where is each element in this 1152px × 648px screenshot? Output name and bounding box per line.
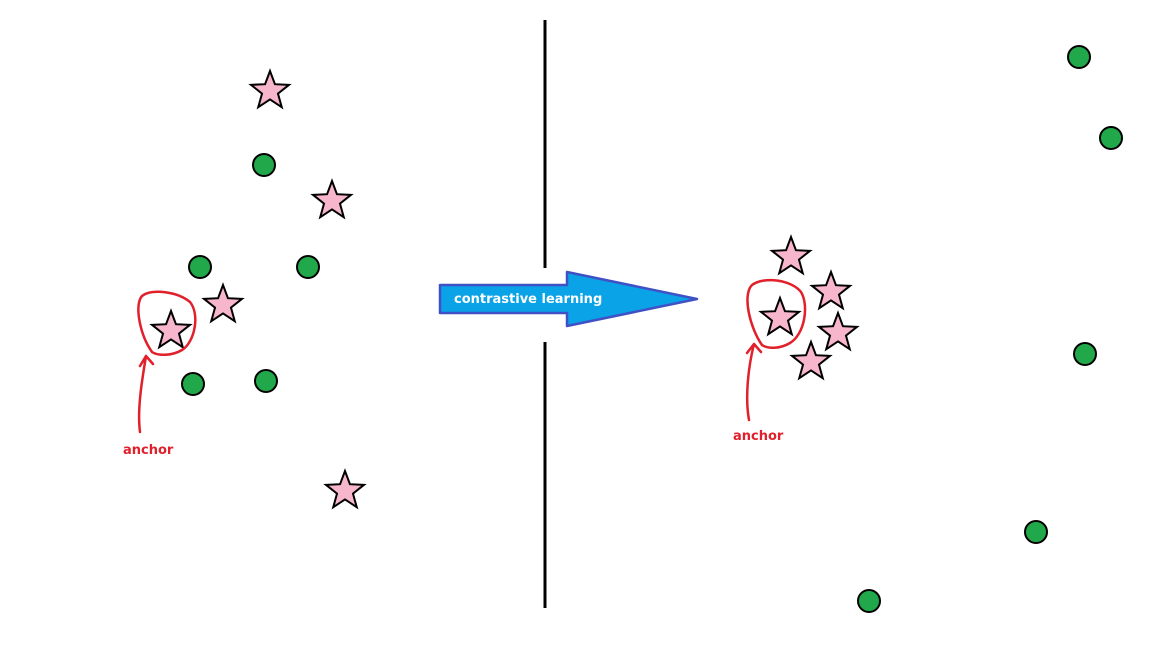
star-shape [769,234,813,276]
star-shape [201,282,245,324]
left-anchor-annotation: anchor [123,290,197,458]
star-shape [248,68,292,110]
anchor-pointer-arrow [137,354,155,434]
anchor-label: anchor [733,429,784,444]
right-positive-samples [758,234,860,381]
star-shape [323,468,367,510]
anchor-loop [137,290,197,356]
star-icon [323,468,367,510]
anchor-loop [746,278,807,349]
star-icon [789,339,833,381]
circle-icon [296,255,320,279]
star-icon [310,178,354,220]
anchor-star-icon [149,308,193,350]
circle-icon [181,372,205,396]
arrow-shape [438,270,699,328]
circle-icon [1067,45,1091,69]
star-icon [769,234,813,276]
anchor-label: anchor [123,443,174,458]
circle-icon [1073,342,1097,366]
star-icon [809,269,853,311]
star-icon [816,310,860,352]
star-shape [149,308,193,350]
left-panel: anchor [123,68,367,510]
star-shape [789,339,833,381]
right-negative-samples [857,45,1123,613]
circle-icon [252,153,276,177]
left-positive-samples [149,68,367,510]
left-negative-samples [181,153,320,396]
circle-icon [857,589,881,613]
arrow-label: contrastive learning [454,292,602,307]
anchor-star-icon [758,295,802,337]
star-shape [310,178,354,220]
circle-icon [254,369,278,393]
contrastive-learning-arrow: contrastive learning [438,270,699,328]
circle-icon [1099,126,1123,150]
circle-icon [188,255,212,279]
circle-icon [1024,520,1048,544]
star-icon [248,68,292,110]
star-icon [201,282,245,324]
star-shape [816,310,860,352]
star-shape [809,269,853,311]
star-shape [758,295,802,337]
right-panel: anchor [733,45,1123,613]
anchor-pointer-arrow [745,342,763,422]
right-anchor-annotation: anchor [733,278,807,444]
